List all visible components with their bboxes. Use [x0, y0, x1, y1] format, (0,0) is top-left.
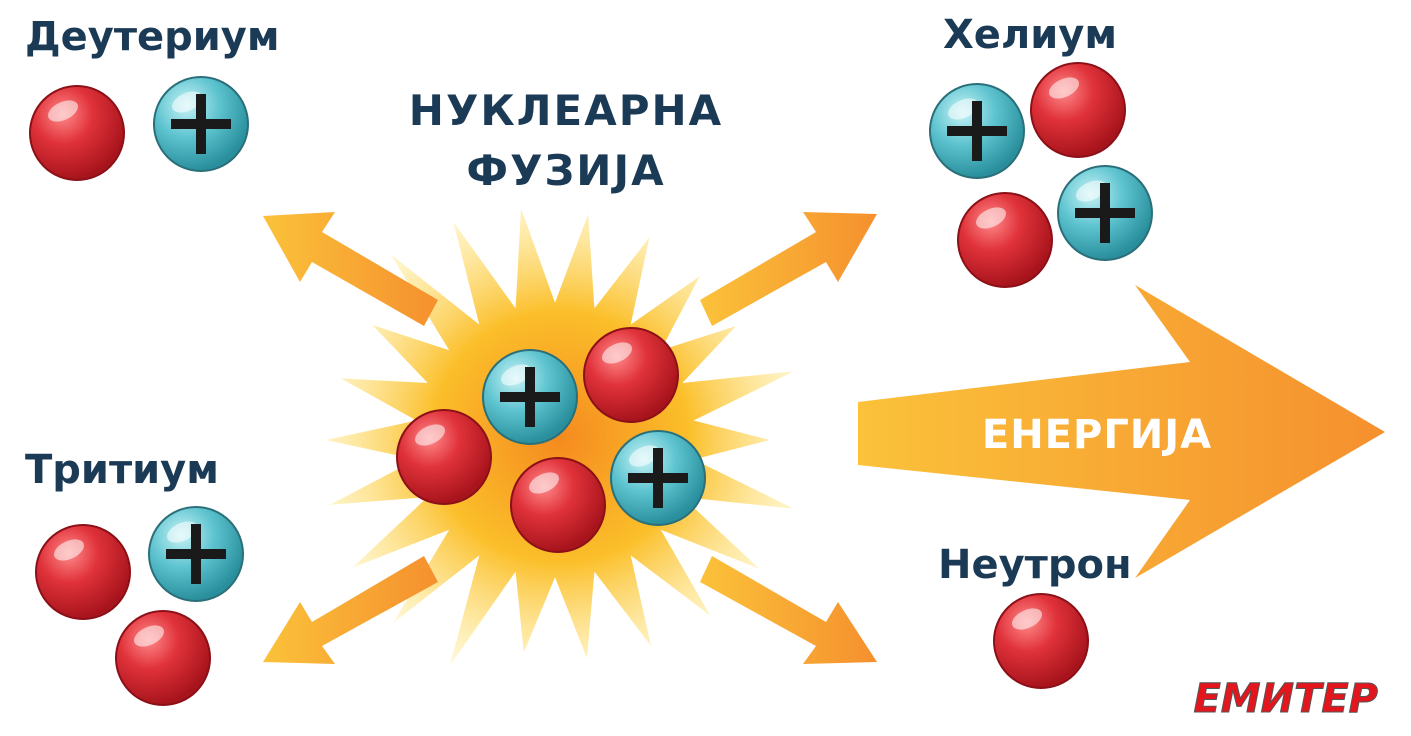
neutron [396, 409, 492, 505]
arrow-up-right [700, 212, 877, 326]
proton [929, 83, 1025, 179]
proton [1057, 165, 1153, 261]
proton [610, 430, 706, 526]
plus-icon [500, 367, 560, 427]
proton [482, 349, 578, 445]
energy-label: ЕНЕРГИЈА [982, 412, 1212, 458]
particles [29, 62, 1153, 706]
energy-arrow [858, 285, 1385, 578]
title-line2: ФУЗИЈА [466, 146, 665, 195]
plus-icon [947, 101, 1007, 161]
arrows [263, 212, 1385, 664]
neutron [583, 327, 679, 423]
proton [153, 76, 249, 172]
neutron [35, 524, 131, 620]
plus-icon [628, 448, 688, 508]
plus-icon [1075, 183, 1135, 243]
arrow-down-right [700, 556, 877, 664]
proton [148, 506, 244, 602]
burst [326, 208, 794, 666]
arrow-down-left [263, 556, 438, 664]
neutron [993, 593, 1089, 689]
label-helium: Хелиум [943, 12, 1117, 58]
title-line1: НУКЛЕАРНА [409, 86, 723, 135]
neutron [29, 85, 125, 181]
label-deuterium: Деутериум [25, 14, 280, 60]
plus-icon [166, 524, 226, 584]
neutron [115, 610, 211, 706]
neutron [957, 192, 1053, 288]
arrow-up-left [263, 212, 438, 326]
neutron [510, 457, 606, 553]
emiter-logo: ЕМИТЕР [1193, 676, 1378, 722]
plus-icon [171, 94, 231, 154]
neutron [1030, 62, 1126, 158]
label-tritium: Тритиум [25, 447, 219, 493]
label-neutron: Неутрон [938, 542, 1132, 588]
